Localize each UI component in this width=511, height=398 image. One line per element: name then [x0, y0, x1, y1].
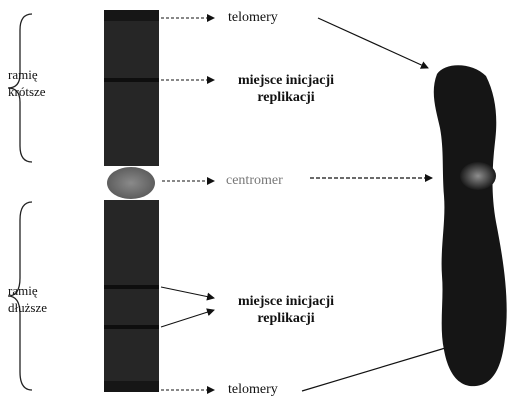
long-arm-chromatid — [104, 200, 159, 392]
photo-chromosome — [434, 65, 507, 386]
arrow-telomere-top-to-photo — [318, 18, 428, 68]
centromere-label: centromer — [226, 172, 283, 189]
telomere-top-label: telomery — [228, 9, 278, 26]
arrow-origin-long-2 — [161, 310, 214, 327]
origin-long-label-line2: replikacji — [222, 310, 350, 327]
origin-long-label: miejsce inicjacji replikacji — [222, 293, 350, 327]
short-arm-telomere-cap — [104, 10, 159, 21]
short-arm-label-line1: ramię — [8, 66, 46, 83]
arrow-origin-long-1 — [161, 287, 214, 298]
short-arm-chromatid — [104, 10, 159, 166]
short-arm-label-line2: krótsze — [8, 83, 46, 100]
photo-centromere — [460, 162, 496, 190]
long-arm-origin-band-1 — [104, 285, 159, 289]
arrow-telomere-bottom-to-photo — [302, 346, 452, 391]
origin-short-label-line1: miejsce inicjacji — [222, 72, 350, 89]
long-arm-label-line1: ramię — [8, 282, 47, 299]
long-arm-label: ramię dłuższe — [8, 282, 47, 316]
short-arm-origin-band — [104, 78, 159, 82]
centromere-ellipse — [107, 167, 155, 199]
origin-short-label: miejsce inicjacji replikacji — [222, 72, 350, 106]
origin-long-label-line1: miejsce inicjacji — [222, 293, 350, 310]
long-arm-label-line2: dłuższe — [8, 299, 47, 316]
long-arm-origin-band-2 — [104, 325, 159, 329]
short-arm-label: ramię krótsze — [8, 66, 46, 100]
telomere-bottom-label: telomery — [228, 381, 278, 398]
long-arm-telomere-cap — [104, 381, 159, 392]
origin-short-label-line2: replikacji — [222, 89, 350, 106]
